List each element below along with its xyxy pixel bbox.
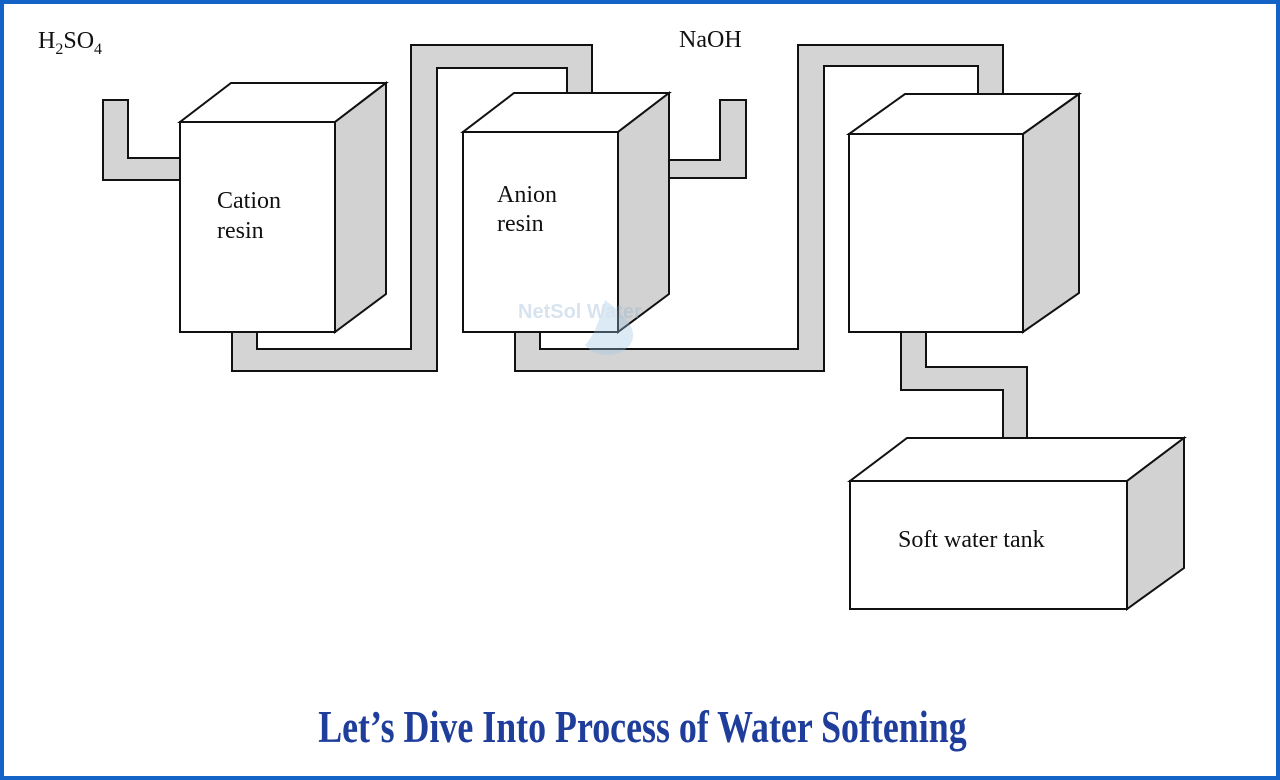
soft-water-tank: [847, 435, 1187, 611]
soft-tank-label: Soft water tank: [898, 527, 1045, 553]
cation-label-line2: resin: [217, 218, 264, 244]
third-vessel-box: [845, 92, 1083, 334]
h2so4-label: H2SO4: [38, 28, 102, 58]
netsol-watermark: NetSol Water: [518, 300, 642, 355]
naoh-label: NaOH: [679, 27, 742, 53]
cation-label-line1: Cation: [217, 188, 281, 214]
cation-resin-box: [177, 80, 389, 334]
anion-label-line1: Anion: [497, 182, 557, 208]
svg-text:NetSol Water: NetSol Water: [518, 301, 642, 323]
page-caption: Let’s Dive Into Process of Water Softeni…: [318, 701, 967, 752]
anion-resin-box: [460, 90, 672, 334]
acid-inlet-pipe: [102, 99, 181, 181]
anion-label-line2: resin: [497, 211, 544, 237]
